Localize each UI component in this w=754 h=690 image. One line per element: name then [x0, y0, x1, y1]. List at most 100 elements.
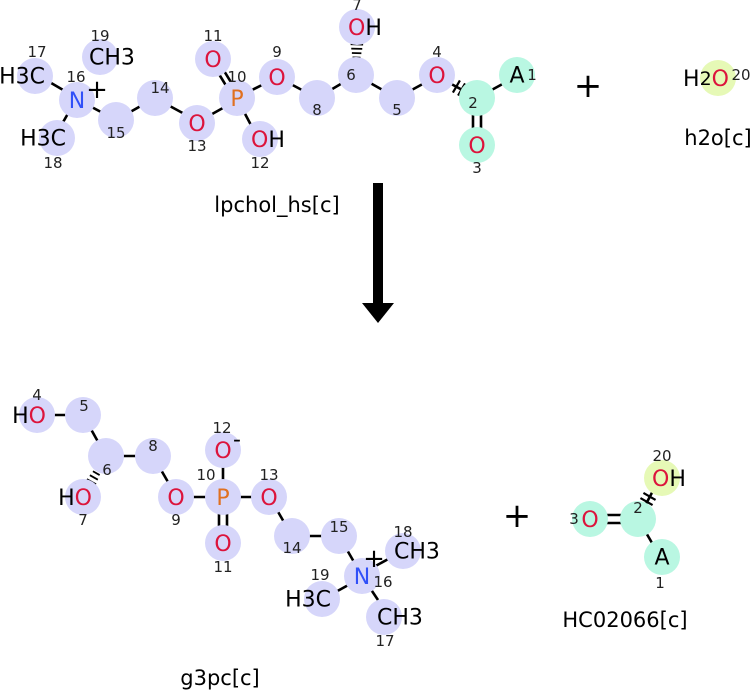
g3pc-atom-number-15: 15	[329, 518, 348, 536]
lpchol-atom-number-13: 13	[187, 137, 206, 155]
atom-highlight	[644, 460, 680, 496]
g3pc-atom-number-14: 14	[282, 539, 301, 557]
hc02066-atom-label-3: O	[581, 508, 598, 533]
lpchol-atom-number-11: 11	[203, 27, 222, 45]
atom-highlight	[158, 479, 194, 515]
g3pc-atom-13	[251, 479, 287, 515]
g3pc-atom-number-17: 17	[375, 632, 394, 650]
lpchol-atom-16	[59, 82, 95, 118]
lpchol-atom-number-4: 4	[432, 43, 442, 61]
atom-highlight	[385, 533, 421, 569]
atom-highlight	[338, 57, 374, 93]
atom-highlight	[459, 80, 495, 116]
g3pc-atom-18	[385, 533, 421, 569]
lpchol-atom-19	[82, 39, 118, 75]
hc02066-atom-label-20: OH	[652, 467, 686, 492]
lpchol-atom-4	[419, 57, 455, 93]
g3pc-atom-label-16: N	[354, 565, 370, 590]
lpchol-atom-label-9: O	[268, 66, 285, 91]
g3pc-atom-number-19: 19	[310, 566, 329, 584]
g3pc-atom-number-16: 16	[373, 573, 392, 591]
g3pc-atom-label-11: O	[214, 532, 231, 557]
lpchol-atom-number-19: 19	[90, 27, 109, 45]
product-name-hc02066: HC02066[c]	[562, 608, 687, 632]
hc02066-atom-label-1: A	[654, 546, 669, 571]
lpchol-atom-2	[459, 80, 495, 116]
lpchol-atom-label-13: O	[188, 112, 205, 137]
hc02066-atom-2	[620, 501, 656, 537]
g3pc-atom-16	[344, 558, 380, 594]
g3pc-atom-7	[65, 479, 101, 515]
atom-highlight	[339, 9, 375, 45]
atom-highlight	[19, 397, 55, 433]
lpchol-atom-number-16: 16	[66, 68, 85, 86]
g3pc-atom-number-7: 7	[78, 511, 88, 529]
lpchol-atom-number-3: 3	[472, 159, 482, 177]
g3pc-atom-label-19: H3C	[285, 588, 331, 613]
atom-highlight	[644, 539, 680, 575]
lpchol-atom-label-4: O	[428, 64, 445, 89]
atom-highlight	[251, 479, 287, 515]
g3pc-atom-number-8: 8	[148, 437, 158, 455]
bond-break-mark	[639, 497, 654, 507]
lpchol-atom-7	[339, 9, 375, 45]
g3pc-atom-12	[205, 432, 241, 468]
lpchol-atom-number-5: 5	[392, 101, 402, 119]
lpchol-atom-label-19: CH3	[89, 46, 135, 71]
lpchol-atom-15	[98, 102, 134, 138]
lpchol-atom-label-17: H3C	[0, 65, 45, 90]
lpchol-atom-number-15: 15	[106, 124, 125, 142]
lpchol-atom-17	[17, 58, 53, 94]
atom-highlight	[274, 518, 310, 554]
atom-highlight	[88, 438, 124, 474]
g3pc-atom-label-12: O	[214, 439, 231, 464]
g3pc-atom-label-17: CH3	[377, 606, 423, 631]
lpchol-atom-label-1: A	[509, 64, 524, 89]
plus-sign-reactants: +	[574, 66, 603, 106]
atom-highlight	[700, 60, 736, 96]
atom-highlight	[65, 479, 101, 515]
hc02066-atom-3	[572, 501, 608, 537]
atom-highlight	[179, 105, 215, 141]
lpchol-atom-9	[259, 59, 295, 95]
atom-highlight	[39, 120, 75, 156]
lpchol-charge-16: +	[86, 75, 108, 105]
g3pc-atom-label-13: O	[260, 486, 277, 511]
plus-sign-products: +	[503, 496, 532, 536]
reactant-name-lpchol: lpchol_hs[c]	[214, 193, 339, 218]
atom-highlight	[304, 581, 340, 617]
hc02066-atom-20	[644, 460, 680, 496]
g3pc-atom-10	[205, 479, 241, 515]
atom-highlight	[242, 121, 278, 157]
hc02066-atom-number-20: 20	[652, 447, 671, 465]
g3pc-atom-4	[19, 397, 55, 433]
g3pc-atom-5	[65, 397, 101, 433]
lpchol-atom-label-11: O	[204, 48, 221, 73]
lpchol-atom-label-18: H3C	[20, 127, 66, 152]
atom-highlight	[135, 438, 171, 474]
g3pc-atom-label-9: O	[167, 486, 184, 511]
lpchol-atom-number-1: 1	[527, 66, 537, 84]
g3pc-atom-number-4: 4	[32, 386, 42, 404]
g3pc-charge-12: -	[233, 428, 241, 453]
bond-break-mark	[642, 491, 657, 501]
atom-highlight	[572, 501, 608, 537]
atom-highlight	[98, 102, 134, 138]
atom-highlight	[59, 82, 95, 118]
lpchol-atom-10	[219, 80, 255, 116]
lpchol-atom-label-10: P	[230, 87, 243, 112]
lpchol-atom-13	[179, 105, 215, 141]
g3pc-atom-label-10: P	[216, 486, 229, 511]
lpchol-atom-number-18: 18	[43, 154, 62, 172]
atom-highlight	[205, 479, 241, 515]
atom-highlight	[82, 39, 118, 75]
h2o-atom-label-20: H2O	[683, 67, 729, 92]
lpchol-atom-1	[499, 57, 535, 93]
atom-highlight	[259, 59, 295, 95]
g3pc-atom-6	[88, 438, 124, 474]
lpchol-atom-number-6: 6	[346, 66, 356, 84]
g3pc-atom-label-18: CH3	[394, 540, 440, 565]
g3pc-atom-17	[366, 599, 402, 635]
lpchol-atom-number-12: 12	[250, 154, 269, 172]
lpchol-atom-number-9: 9	[272, 43, 282, 61]
